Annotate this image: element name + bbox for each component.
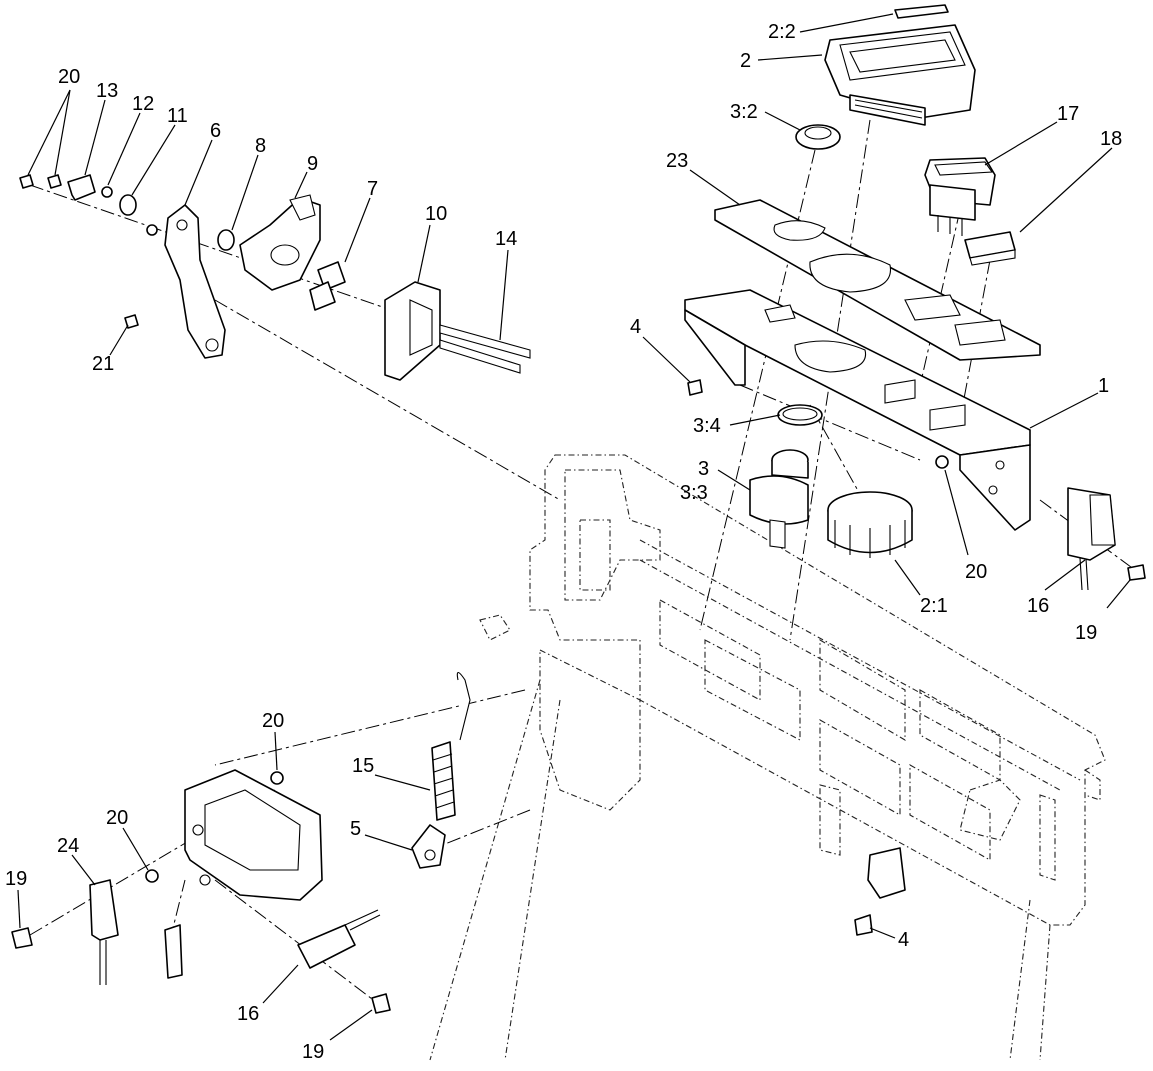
callout-14: 14 [495,228,517,250]
callout-19-upper: 19 [1075,622,1097,644]
upper-hardware [687,379,1146,581]
proximity-sensor-lower [297,909,381,969]
callout-3-2: 3:2 [730,101,758,123]
callout-20-upper-right: 20 [965,561,987,583]
callout-6: 6 [210,120,221,142]
bezel-gasket [714,199,1041,361]
lower-hardware [11,771,906,1014]
pedal-arm [239,194,321,291]
callout-11: 11 [167,105,188,127]
ignition-switch [749,449,809,549]
callout-23: 23 [666,150,688,172]
callout-1: 1 [1098,375,1109,397]
callout-24: 24 [57,835,79,857]
leader-lines [17,13,1131,1041]
callout-19-lower: 19 [302,1041,324,1063]
callout-18: 18 [1100,128,1122,150]
rocker-switch [924,157,996,236]
callout-15: 15 [352,755,374,777]
mounting-panel [684,289,1031,531]
sensor-mount-bracket [184,769,323,901]
callout-2-2: 2:2 [768,21,796,43]
switch-plug [964,231,1016,266]
callout-3-4: 3:4 [693,415,721,437]
callout-7: 7 [367,178,378,200]
callout-5: 5 [350,818,361,840]
extension-spring [431,671,471,821]
callout-8: 8 [255,135,266,157]
callout-12: 12 [132,93,154,115]
phantom-frame [429,454,1106,1061]
callout-10: 10 [425,203,447,225]
display-housing [824,24,976,126]
pedal-sensor [384,281,441,381]
callout-9: 9 [307,153,318,175]
callout-20-lower: 20 [262,710,284,732]
proximity-sensor-upper [1067,487,1116,591]
o-ring [777,404,823,426]
callout-2-1: 2:1 [920,595,948,617]
pivot-bolts [439,324,531,374]
callout-4-lower: 4 [898,929,909,951]
callout-16-lower: 16 [237,1003,259,1025]
callout-3-3: 3:3 [680,482,708,504]
left-hardware [19,174,346,329]
sensor-24 [89,879,119,985]
retaining-nut [827,491,913,558]
callout-21: 21 [92,353,114,375]
callout-20-lower-left: 20 [106,807,128,829]
callout-17: 17 [1057,103,1079,125]
callout-20-upper-left: 20 [58,66,80,88]
callout-19-left: 19 [5,868,27,890]
spring-link [411,824,446,869]
nut-3-2 [795,124,841,150]
callout-4-upper: 4 [630,316,641,338]
callout-labels: 2:2 2 3:2 17 18 23 4 1 3:4 3 3:3 20 2:1 … [5,21,1122,1063]
callout-3: 3 [698,458,709,480]
display-decal [894,4,949,19]
callout-13: 13 [96,80,118,102]
callout-2: 2 [740,50,751,72]
callout-16-upper: 16 [1027,595,1049,617]
sensor-bracket [164,204,226,359]
